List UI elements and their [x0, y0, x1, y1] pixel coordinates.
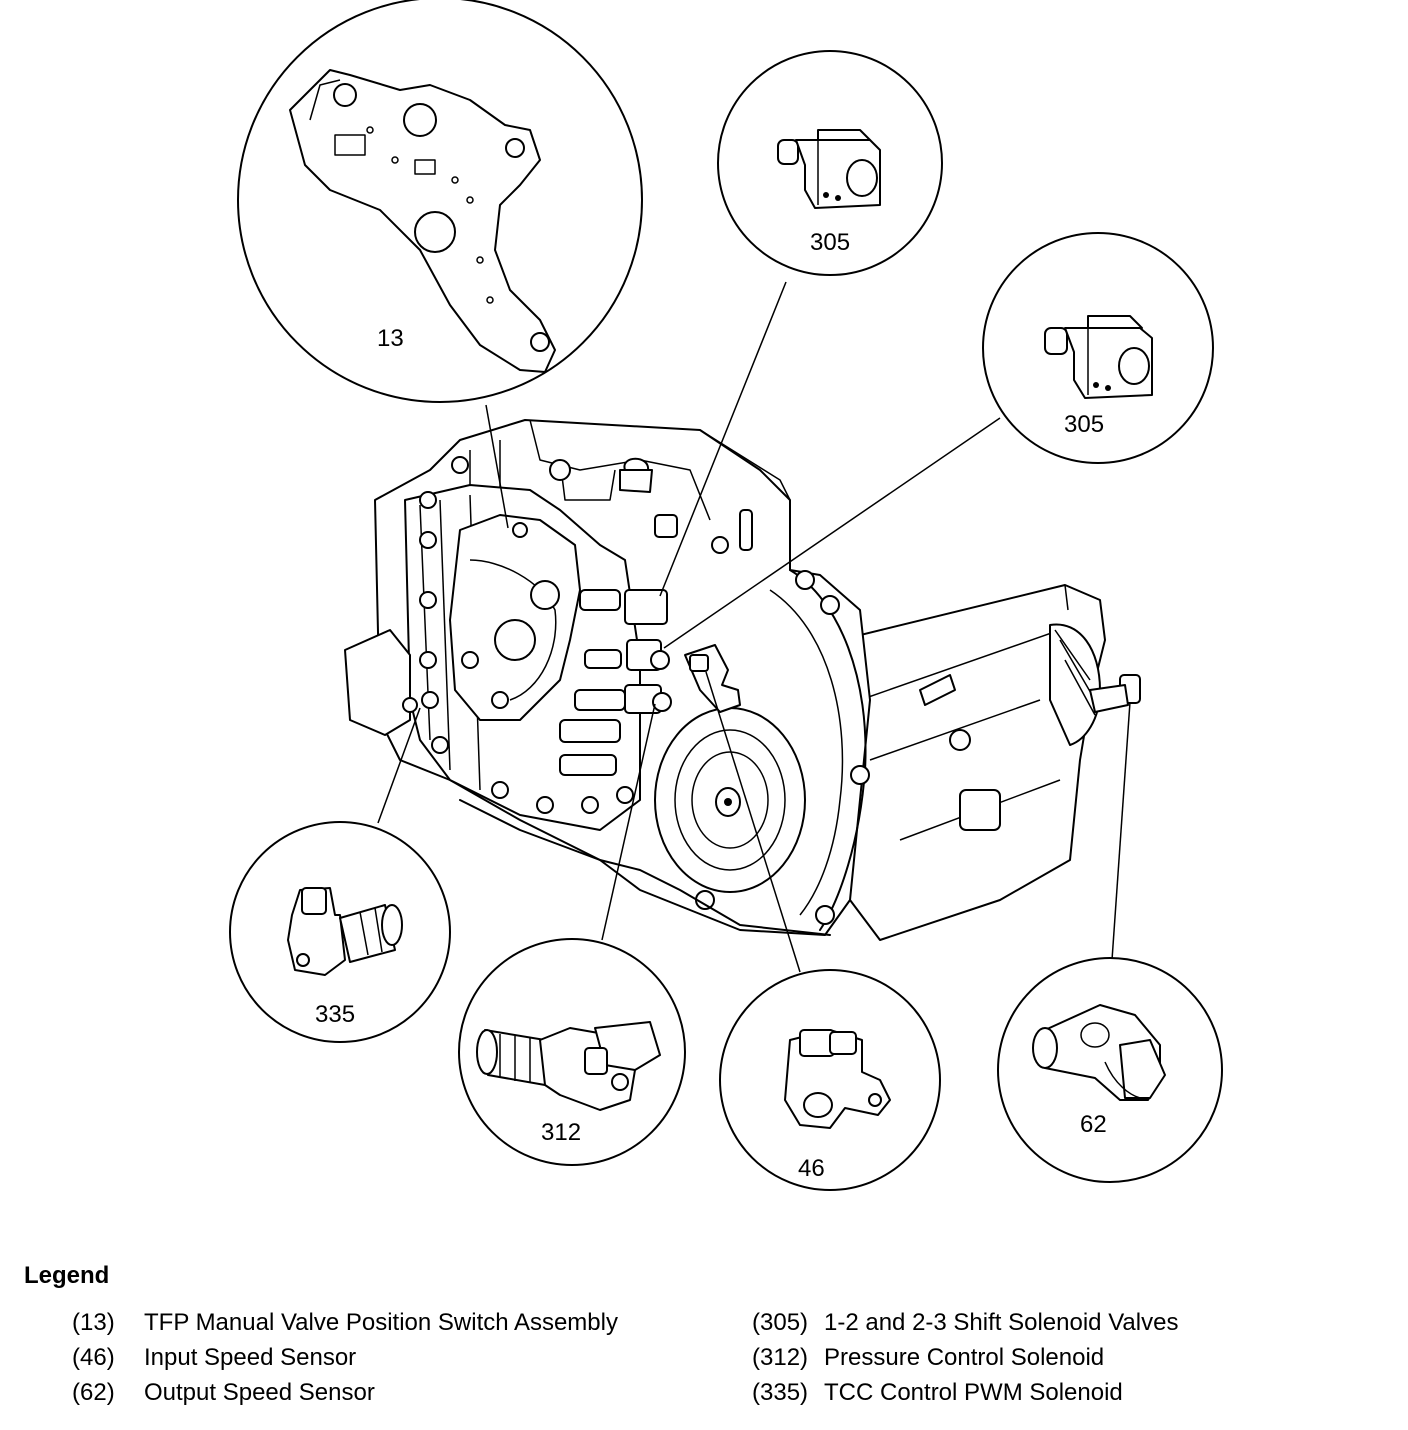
callout-305-right-label: 305 [1064, 411, 1104, 438]
legend-item-number: (312) [752, 1344, 809, 1371]
output-speed-sensor-icon [1032, 1004, 1166, 1101]
legend-item-13: (13) TFP Manual Valve Position Switch As… [72, 1308, 752, 1337]
callout-46: 46 [719, 969, 941, 1191]
legend-grid: (13) TFP Manual Valve Position Switch As… [72, 1308, 1394, 1407]
callout-312-label: 312 [541, 1119, 581, 1146]
legend-item-number: (335) [752, 1379, 809, 1406]
callout-62: 62 [997, 957, 1223, 1183]
callout-335: 335 [229, 821, 451, 1043]
pressure-control-solenoid-icon [476, 1021, 661, 1111]
legend: Legend (13) TFP Manual Valve Position Sw… [24, 1262, 1394, 1407]
callout-46-label: 46 [798, 1155, 825, 1182]
legend-title: Legend [24, 1262, 110, 1289]
legend-item-number: (305) [752, 1309, 809, 1336]
shift-solenoid-icon [777, 129, 881, 209]
legend-item-text: Input Speed Sensor [144, 1344, 357, 1371]
legend-item-text: TFP Manual Valve Position Switch Assembl… [144, 1309, 618, 1336]
legend-item-number: (13) [72, 1309, 115, 1336]
callout-335-label: 335 [315, 1001, 355, 1028]
legend-item-text: TCC Control PWM Solenoid [824, 1379, 1123, 1406]
legend-item-text: Output Speed Sensor [144, 1379, 375, 1406]
callout-13-label: 13 [377, 325, 404, 352]
shift-solenoid-icon [1044, 315, 1153, 399]
legend-item-number: (62) [72, 1379, 115, 1406]
callout-13: 13 [237, 0, 643, 403]
input-speed-sensor-icon [784, 1029, 891, 1129]
legend-item-335: (335) TCC Control PWM Solenoid [752, 1378, 1372, 1407]
callout-305-top: 305 [717, 50, 943, 276]
leader-lines [377, 281, 1131, 973]
legend-item-46: (46) Input Speed Sensor [72, 1343, 752, 1372]
legend-item-305: (305) 1-2 and 2-3 Shift Solenoid Valves [752, 1308, 1372, 1337]
callout-62-label: 62 [1080, 1111, 1107, 1138]
legend-item-text: 1-2 and 2-3 Shift Solenoid Valves [824, 1309, 1179, 1336]
callout-305-top-label: 305 [810, 229, 850, 256]
callout-305-right: 305 [982, 232, 1214, 464]
tcc-pwm-solenoid-icon [287, 887, 403, 976]
transmission-assembly [344, 419, 1141, 941]
legend-item-62: (62) Output Speed Sensor [72, 1378, 752, 1407]
callout-312: 312 [458, 938, 686, 1166]
legend-item-number: (46) [72, 1344, 115, 1371]
legend-item-text: Pressure Control Solenoid [824, 1344, 1105, 1371]
legend-item-312: (312) Pressure Control Solenoid [752, 1343, 1372, 1372]
transmission-diagram: 13 305 305 [229, 0, 1223, 1191]
